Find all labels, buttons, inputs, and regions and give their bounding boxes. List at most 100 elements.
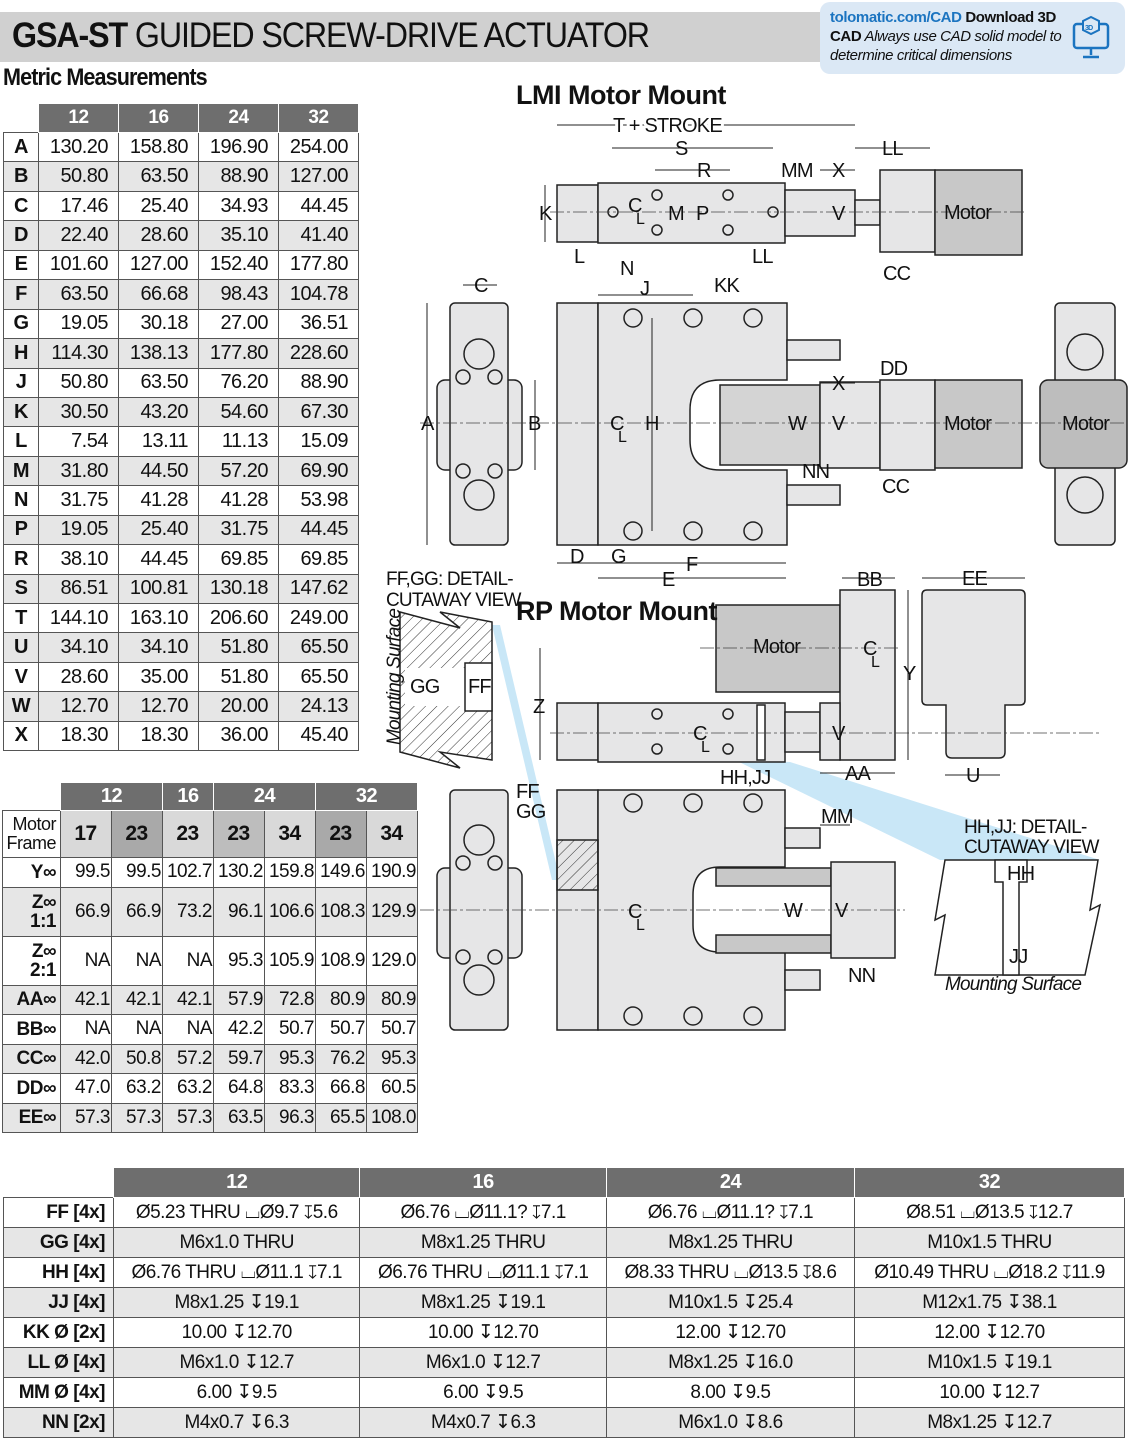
row-label: JJ [4x] xyxy=(3,1287,114,1318)
dim-label: V xyxy=(832,203,846,225)
lmi-title: LMI Motor Mount xyxy=(516,80,726,110)
motor-label: Motor xyxy=(944,413,992,435)
table-cell: 57.3 xyxy=(162,1102,214,1133)
group-header: 12 xyxy=(60,782,163,811)
motor-frame-label: Motor Frame xyxy=(2,810,61,858)
table-cell: 57.3 xyxy=(111,1102,163,1133)
table-cell: 15.09 xyxy=(278,426,359,457)
lmi-plan-view xyxy=(556,302,1023,546)
table-cell: 63.2 xyxy=(111,1073,163,1104)
dim-label: NN xyxy=(802,461,829,483)
row-label: GG [4x] xyxy=(3,1227,114,1258)
row-label: CC∞ xyxy=(2,1043,61,1074)
table-cell: 80.9 xyxy=(315,984,367,1015)
row-label: DD∞ xyxy=(2,1073,61,1104)
product-code: GSA-ST xyxy=(12,16,128,55)
frame-cell: 17 xyxy=(60,810,112,858)
dim-label: HH xyxy=(1007,863,1034,885)
table-cell: 28.60 xyxy=(118,220,199,251)
dim-label: D xyxy=(570,546,584,568)
dim-label: S xyxy=(675,138,688,160)
centerline-mark: C xyxy=(863,638,877,660)
end-view-right xyxy=(1039,302,1128,546)
table-cell: 30.18 xyxy=(118,308,199,340)
table-cell: Ø6.76 ⌴Ø11.1? ↧7.1 xyxy=(605,1197,856,1228)
mounting-surface-label: Mounting Surface xyxy=(384,609,405,745)
dim-label: H xyxy=(645,413,659,435)
table-cell: M8x1.25 ↧19.1 xyxy=(112,1287,361,1318)
table-cell: 7.54 xyxy=(38,426,119,457)
rp-title: RP Motor Mount xyxy=(516,596,717,626)
table-cell: 50.7 xyxy=(366,1014,418,1045)
dim-label: A xyxy=(421,413,435,435)
row-label: W xyxy=(3,691,39,722)
table-cell: 51.80 xyxy=(198,632,279,663)
table-cell: 8.00 ↧9.5 xyxy=(605,1377,856,1408)
col-header: 24 xyxy=(605,1167,856,1198)
table-cell: 138.13 xyxy=(118,338,199,369)
callout-ffgg xyxy=(492,625,560,880)
table-cell: NA xyxy=(162,935,214,986)
table-cell: 80.9 xyxy=(366,984,418,1015)
dim-label: X xyxy=(832,160,845,182)
table-cell: 152.40 xyxy=(198,249,279,281)
row-label: H xyxy=(3,338,39,369)
table-cell: 66.9 xyxy=(60,886,112,937)
table-cell: 130.20 xyxy=(38,131,119,163)
table-cell: 47.0 xyxy=(60,1073,112,1104)
table-cell: 12.70 xyxy=(38,691,119,722)
product-name: GUIDED SCREW-DRIVE ACTUATOR xyxy=(127,16,650,55)
table-cell: 25.40 xyxy=(118,514,199,546)
table-cell: 43.20 xyxy=(118,396,199,428)
cad-download-box[interactable]: tolomatic.com/CAD Download 3D CAD Always… xyxy=(820,2,1125,74)
table-cell: 24.13 xyxy=(278,691,359,722)
detail-caption: CUTAWAY VIEW xyxy=(386,590,522,611)
table-cell: 60.5 xyxy=(366,1073,418,1104)
frame-cell: 23 xyxy=(162,810,214,858)
table-cell: 41.28 xyxy=(118,485,199,516)
dim-label: CC xyxy=(883,263,911,285)
dim-label: W xyxy=(788,413,807,435)
table-cell: 65.5 xyxy=(315,1102,367,1133)
dim-label: FF xyxy=(468,676,491,698)
dim-label: B xyxy=(528,413,541,435)
table-cell: 10.00 ↧12.70 xyxy=(359,1317,607,1348)
frame-cell: 34 xyxy=(264,810,316,858)
table-cell: 66.68 xyxy=(118,279,199,310)
centerline-mark: C xyxy=(693,723,707,745)
dim-label: AA xyxy=(845,763,872,785)
table-cell: 83.3 xyxy=(264,1073,316,1104)
svg-text:3D: 3D xyxy=(1085,25,1093,32)
centerline-mark: L xyxy=(636,211,645,228)
col-header: 12 xyxy=(38,103,119,133)
centerline-mark: C xyxy=(628,195,642,217)
row-label: C xyxy=(3,190,39,222)
table-cell: 88.90 xyxy=(278,367,359,398)
dim-label: F xyxy=(686,554,698,576)
table-cell: M6x1.0 THRU xyxy=(112,1227,361,1258)
table-cell: 17.46 xyxy=(38,190,119,222)
table-cell: 34.10 xyxy=(38,632,119,663)
table-cell: 163.10 xyxy=(118,602,199,634)
table-cell: 96.3 xyxy=(264,1102,316,1133)
ffgg-cutaway xyxy=(399,611,493,769)
cad-link[interactable]: tolomatic.com/CAD xyxy=(830,9,962,26)
row-label: Z∞2:1 xyxy=(2,935,61,986)
table-cell: 88.90 xyxy=(198,161,279,192)
table-cell: 129.0 xyxy=(366,935,418,986)
table-cell: 127.00 xyxy=(118,249,199,281)
centerline-mark: L xyxy=(636,917,645,934)
